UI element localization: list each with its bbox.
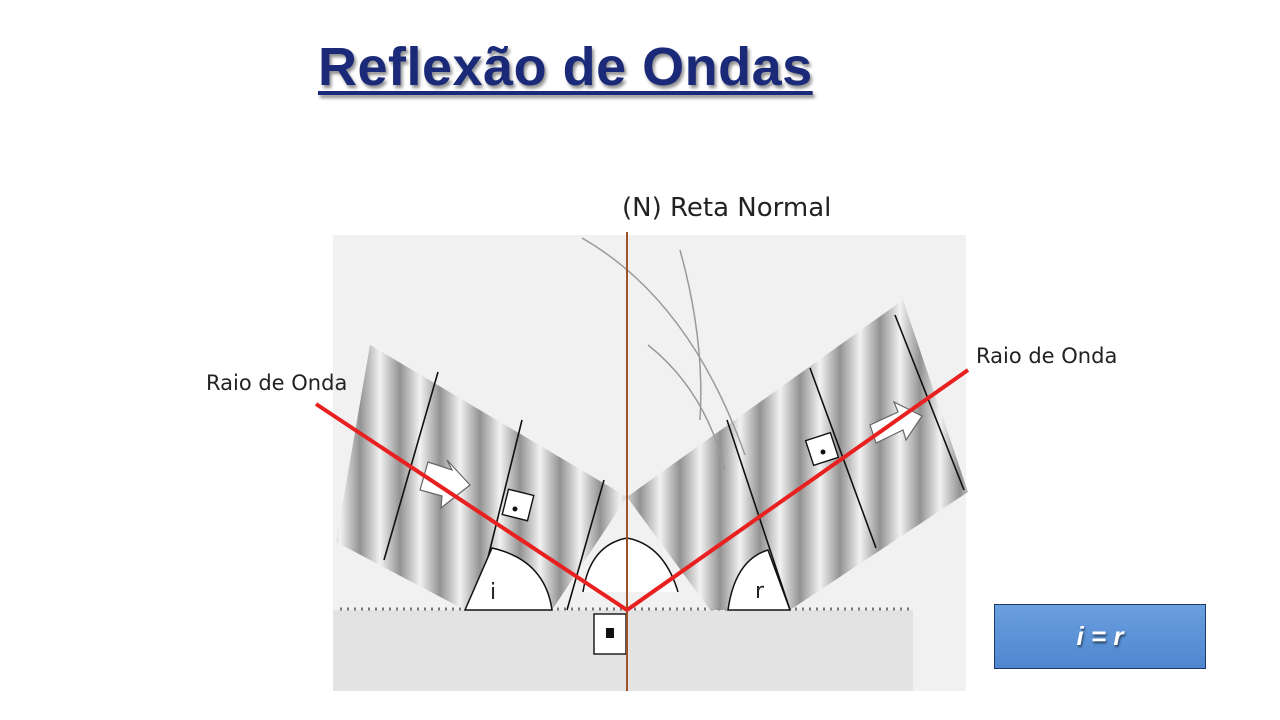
equation-box: i = r xyxy=(994,604,1206,669)
equation-text: i = r xyxy=(1076,621,1124,651)
angle-arc-r xyxy=(727,549,792,611)
reflected-ray-label: Raio de Onda xyxy=(976,344,1117,368)
incident-ray xyxy=(314,402,629,612)
right-angle-marker-reflected xyxy=(804,431,840,467)
angle-arc-i xyxy=(463,547,553,611)
normal-line-label: (N) Reta Normal xyxy=(622,193,831,223)
reflected-angle-label: r xyxy=(755,579,765,604)
reflected-ray xyxy=(625,368,970,612)
incident-angle-label: i xyxy=(490,580,496,605)
right-angle-marker-incident xyxy=(501,488,535,522)
wavefront-traces xyxy=(581,237,746,471)
right-angle-marker-normal xyxy=(593,613,627,655)
slide-title: Reflexão de Ondas xyxy=(318,37,813,97)
incident-ray-label: Raio de Onda xyxy=(206,371,347,395)
